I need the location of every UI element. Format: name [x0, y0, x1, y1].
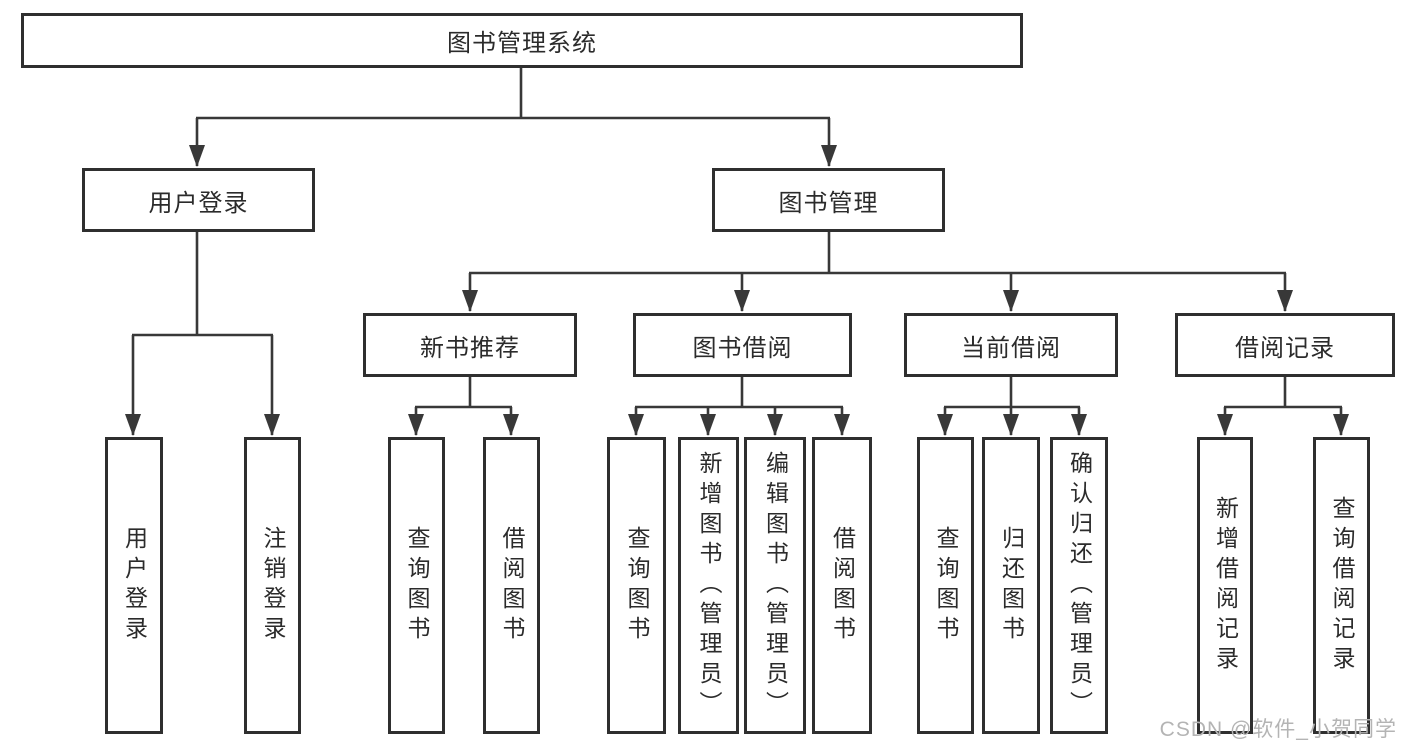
leaf-add-borrow-record: 新增借阅记录 — [1197, 437, 1253, 734]
connector-new-book-children — [408, 377, 519, 436]
node-borrow-record-label: 借阅记录 — [1235, 334, 1335, 362]
leaf-edit-book-admin: 编辑图书（管理员） — [744, 437, 806, 734]
node-current-borrow-label: 当前借阅 — [961, 334, 1061, 362]
leaf-edit-book-admin-label: 编辑图书（管理员） — [762, 450, 789, 721]
leaf-add-borrow-record-label: 新增借阅记录 — [1212, 495, 1239, 676]
leaf-borrow-book-2: 借阅图书 — [812, 437, 872, 734]
node-book-management: 图书管理 — [712, 168, 945, 232]
leaf-query-book-2-label: 查询图书 — [624, 525, 650, 646]
node-book-borrow: 图书借阅 — [633, 313, 852, 377]
leaf-confirm-return-admin: 确认归还（管理员） — [1050, 437, 1108, 734]
node-user-login-label: 用户登录 — [148, 189, 249, 217]
leaf-logout-label: 注销登录 — [260, 525, 286, 646]
leaf-borrow-book-1: 借阅图书 — [483, 437, 540, 734]
node-new-book-recommend: 新书推荐 — [363, 313, 577, 377]
leaf-query-book-3-label: 查询图书 — [933, 525, 959, 646]
leaf-borrow-book-2-label: 借阅图书 — [829, 525, 856, 646]
leaf-query-book-1: 查询图书 — [388, 437, 445, 734]
node-current-borrow: 当前借阅 — [904, 313, 1118, 377]
connector-current-borrow-children — [937, 377, 1087, 436]
node-user-login: 用户登录 — [82, 168, 315, 232]
connector-borrow-record-children — [1217, 377, 1349, 436]
leaf-user-login: 用户登录 — [105, 437, 163, 734]
node-book-management-label: 图书管理 — [778, 189, 879, 217]
node-borrow-record: 借阅记录 — [1175, 313, 1395, 377]
node-library-system: 图书管理系统 — [21, 13, 1023, 68]
leaf-query-borrow-record-label: 查询借阅记录 — [1329, 495, 1355, 676]
node-library-system-label: 图书管理系统 — [447, 30, 597, 57]
leaf-return-book: 归还图书 — [982, 437, 1040, 734]
leaf-query-borrow-record: 查询借阅记录 — [1313, 437, 1370, 734]
leaf-add-book-admin-label: 新增图书（管理员） — [696, 450, 722, 721]
node-new-book-recommend-label: 新书推荐 — [420, 334, 520, 362]
connector-root-to-level2 — [189, 68, 837, 167]
leaf-return-book-label: 归还图书 — [998, 525, 1025, 646]
connector-user-login-children — [125, 232, 280, 436]
leaf-confirm-return-admin-label: 确认归还（管理员） — [1066, 450, 1093, 721]
connector-book-borrow-children — [628, 377, 850, 436]
leaf-query-book-3: 查询图书 — [917, 437, 974, 734]
connector-book-management-children — [462, 232, 1293, 312]
leaf-query-book-1-label: 查询图书 — [404, 525, 430, 646]
leaf-logout: 注销登录 — [244, 437, 301, 734]
leaf-query-book-2: 查询图书 — [607, 437, 666, 734]
leaf-borrow-book-1-label: 借阅图书 — [499, 525, 525, 646]
csdn-watermark: CSDN @软件_小贺同学 — [1159, 718, 1397, 741]
node-book-borrow-label: 图书借阅 — [692, 334, 793, 362]
leaf-add-book-admin: 新增图书（管理员） — [678, 437, 739, 734]
leaf-user-login-label: 用户登录 — [121, 525, 148, 646]
